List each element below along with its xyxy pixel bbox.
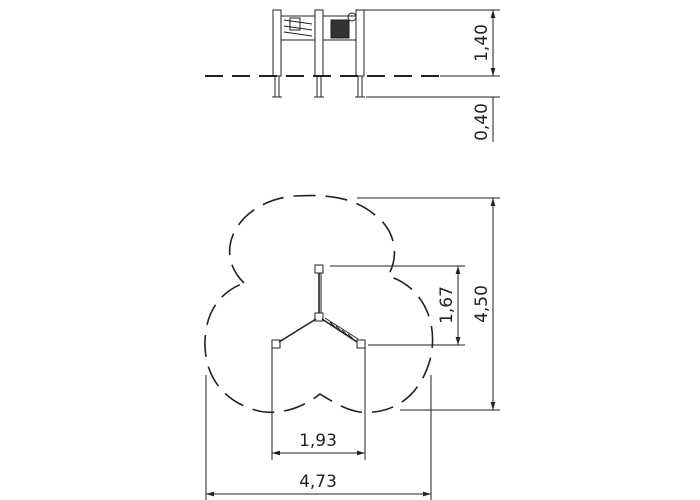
post-top — [314, 264, 324, 274]
dim-label-overall-width: 4,73 — [299, 472, 337, 492]
panel-right — [322, 12, 357, 41]
dim-label-overall-depth: 4,50 — [472, 285, 492, 323]
dim-label-post-spacing-horizontal: 1,93 — [299, 431, 337, 451]
dim-label-depth: 0,40 — [472, 103, 492, 141]
panel-left — [280, 15, 316, 41]
post-middle — [314, 9, 324, 98]
plan-view: 1,67 4,50 1,93 4,73 — [204, 194, 500, 500]
post-bottom-right — [356, 339, 366, 349]
panel-left — [278, 318, 317, 343]
dim-label-height: 1,40 — [472, 24, 492, 62]
post-left — [272, 9, 282, 98]
dim-label-post-spacing-vertical: 1,67 — [437, 286, 457, 324]
post-bottom-left — [271, 339, 281, 349]
post-right — [355, 9, 365, 98]
panel-right — [321, 318, 358, 343]
elevation-view: 1,40 0,40 — [205, 9, 500, 142]
